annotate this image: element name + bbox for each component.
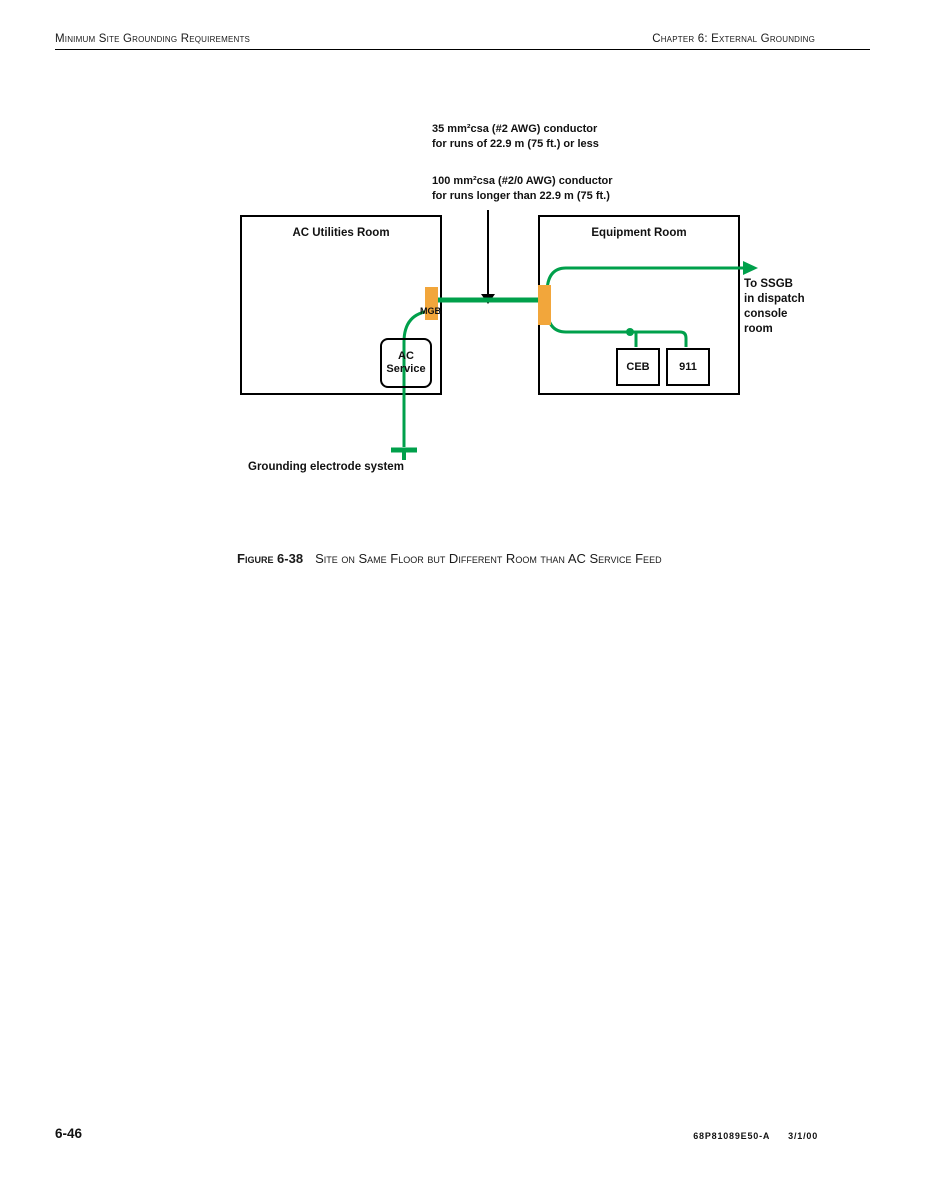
- footer-page-number: 6-46: [55, 1126, 83, 1141]
- annotation-short-run: 35 mm²csa (#2 AWG) conductor for runs of…: [432, 123, 599, 150]
- ac-utilities-room-title: AC Utilities Room: [292, 227, 390, 239]
- ac-utilities-room-box: AC Utilities Room: [240, 215, 442, 395]
- header-right-text: Chapter 6: External Grounding: [652, 33, 815, 45]
- ceb-box: CEB: [616, 348, 660, 386]
- equipment-room-title: Equipment Room: [591, 227, 687, 239]
- ssgb-arrowhead: [743, 261, 758, 275]
- mgb-label: MGB: [420, 306, 441, 316]
- 911-box: 911: [666, 348, 710, 386]
- footer-doc-number: 68P81089E50-A: [693, 1131, 771, 1141]
- ssgb-destination-label: To SSGB in dispatch console room: [744, 278, 805, 335]
- down-arrow-line: [487, 210, 489, 294]
- header-left-text: Minimum Site Grounding Requirements: [55, 33, 251, 45]
- figure-caption-number: Figure 6-38: [237, 551, 304, 566]
- ac-service-box: AC Service: [380, 338, 432, 388]
- footer-date: 3/1/00: [788, 1131, 818, 1141]
- footer-doc-ref: 68P81089E50-A 3/1/00: [693, 1131, 818, 1141]
- equipment-room-bus-bar: [538, 285, 551, 325]
- down-arrow-head: [481, 294, 495, 304]
- grounding-electrode-label: Grounding electrode system: [248, 461, 404, 473]
- figure-caption: Figure 6-38 Site on Same Floor but Differ…: [237, 551, 662, 566]
- header-rule: [55, 49, 870, 50]
- annotation-long-run: 100 mm²csa (#2/0 AWG) conductor for runs…: [432, 175, 613, 202]
- figure-caption-text: Site on Same Floor but Different Room th…: [315, 551, 662, 566]
